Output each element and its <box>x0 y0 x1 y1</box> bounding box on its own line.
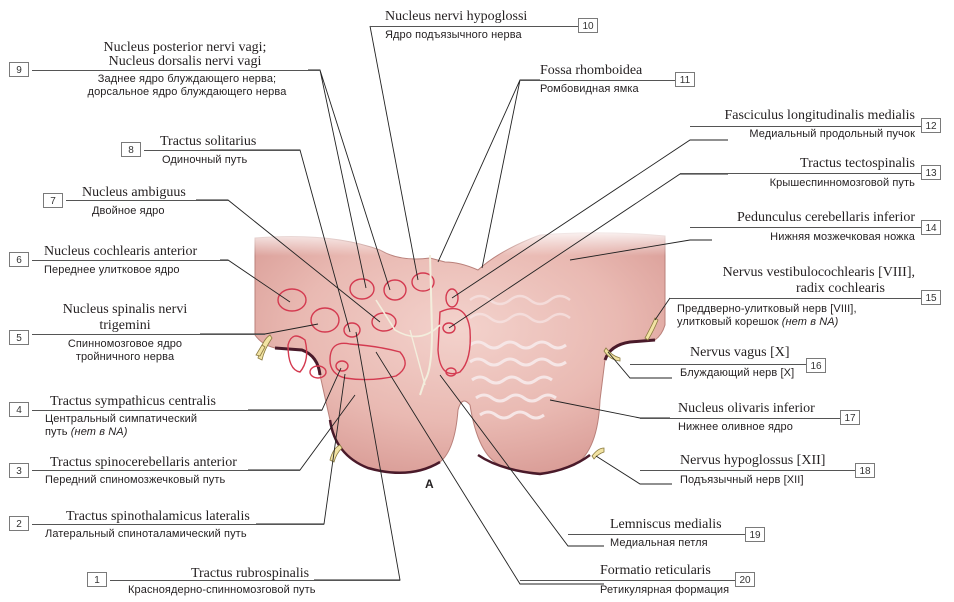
label-7-latin: Nucleus ambiguus <box>82 185 186 200</box>
label-17-underline <box>640 418 840 419</box>
label-13-russian: Крышеспинномозговой путь <box>620 177 915 190</box>
label-10-latin: Nucleus nervi hypoglossi <box>385 9 527 24</box>
label-9-russian-1: Заднее ядро блуждающего нерва; <box>42 73 332 86</box>
label-13-latin: Tractus tectospinalis <box>620 156 915 171</box>
label-4-russian-2: путь (нет в NA) <box>45 426 127 439</box>
label-15-latin-2: radix cochlearis <box>620 281 885 296</box>
label-number-3: 3 <box>9 463 29 478</box>
label-9-russian-2: дорсальное ядро блуждающего нерва <box>42 86 332 99</box>
label-5-latin-1: Nucleus spinalis nervi <box>30 302 220 317</box>
label-9-latin-1: Nucleus posterior nervi vagi; <box>60 40 310 55</box>
label-10-russian: Ядро подъязычного нерва <box>385 29 522 42</box>
label-number-13: 13 <box>921 165 941 180</box>
label-number-20: 20 <box>735 572 755 587</box>
label-5-latin-2: trigemini <box>30 318 220 333</box>
label-number-15: 15 <box>921 290 941 305</box>
label-number-12: 12 <box>921 118 941 133</box>
label-7-russian: Двойное ядро <box>92 205 165 218</box>
label-1-underline <box>110 580 400 581</box>
label-17-russian: Нижнее оливное ядро <box>678 421 793 434</box>
label-6-underline <box>32 260 228 261</box>
label-9-latin-2: Nucleus dorsalis nervi vagi <box>60 54 310 69</box>
label-1-latin: Tractus rubrospinalis <box>150 566 350 581</box>
label-18-latin: Nervus hypoglossus [XII] <box>680 453 825 468</box>
label-1-russian: Красноядерно-спинномозговой путь <box>128 584 316 597</box>
label-4-russian-1: Центральный симпатический <box>45 413 197 426</box>
label-number-5: 5 <box>9 330 29 345</box>
label-16-latin: Nervus vagus [X] <box>690 345 790 360</box>
label-2-underline <box>32 524 324 525</box>
label-12-latin: Fasciculus longitudinalis medialis <box>620 108 915 123</box>
label-10-underline <box>370 26 578 27</box>
label-19-latin: Lemniscus medialis <box>610 517 722 532</box>
label-8-underline <box>144 150 300 151</box>
label-13-underline <box>680 173 921 174</box>
label-number-16: 16 <box>806 358 826 373</box>
label-5-russian-2: тройничного нерва <box>30 351 220 364</box>
label-number-7: 7 <box>43 193 63 208</box>
label-14-latin: Pedunculus cerebellaris inferior <box>620 210 915 225</box>
label-4-underline <box>32 410 322 411</box>
label-number-6: 6 <box>9 252 29 267</box>
label-number-10: 10 <box>578 18 598 33</box>
label-number-2: 2 <box>9 516 29 531</box>
label-15-latin-1: Nervus vestibulocochlearis [VIII], <box>620 265 915 280</box>
label-17-latin: Nucleus olivaris inferior <box>678 401 815 416</box>
label-3-underline <box>32 470 300 471</box>
label-12-russian: Медиальный продольный пучок <box>620 128 915 141</box>
label-5-underline <box>32 334 265 335</box>
label-2-russian: Латеральный спиноталамический путь <box>45 528 247 541</box>
label-20-latin: Formatio reticularis <box>600 563 711 578</box>
label-18-russian: Подъязычный нерв [XII] <box>680 474 804 487</box>
label-16-underline <box>630 364 806 365</box>
label-20-underline <box>520 580 735 581</box>
label-15-russian-1: Преддверно-улитковый нерв [VIII], <box>677 303 857 316</box>
label-16-russian: Блуждающий нерв [X] <box>680 367 794 380</box>
label-15-underline <box>670 298 921 299</box>
figure-letter: A <box>425 477 434 491</box>
label-number-17: 17 <box>840 410 860 425</box>
medulla-tissue <box>255 233 665 473</box>
label-4-latin: Tractus sympathicus centralis <box>50 394 216 409</box>
label-8-latin: Tractus solitarius <box>160 134 256 149</box>
label-12-underline <box>690 126 921 127</box>
label-number-1: 1 <box>87 572 107 587</box>
label-number-14: 14 <box>921 220 941 235</box>
label-11-russian: Ромбовидная ямка <box>540 83 639 96</box>
label-3-latin: Tractus spinocerebellaris anterior <box>50 455 237 470</box>
label-15-russian-2: улитковый корешок (нет в NA) <box>677 316 838 329</box>
label-11-latin: Fossa rhomboidea <box>540 63 642 78</box>
label-6-russian: Переднее улитковое ядро <box>44 264 180 277</box>
label-2-latin: Tractus spinothalamicus lateralis <box>66 509 250 524</box>
label-number-11: 11 <box>675 72 695 87</box>
label-6-latin: Nucleus cochlearis anterior <box>44 244 197 259</box>
label-number-19: 19 <box>745 527 765 542</box>
label-7-underline <box>66 200 228 201</box>
label-14-underline <box>690 227 921 228</box>
label-number-4: 4 <box>9 402 29 417</box>
label-19-russian: Медиальная петля <box>610 537 708 550</box>
label-18-underline <box>640 470 855 471</box>
label-5-russian-1: Спинномозговое ядро <box>30 338 220 351</box>
label-number-18: 18 <box>855 463 875 478</box>
label-8-russian: Одиночный путь <box>162 154 247 167</box>
label-number-9: 9 <box>9 62 29 77</box>
label-number-8: 8 <box>121 142 141 157</box>
label-19-underline <box>568 534 745 535</box>
label-9-underline <box>32 70 320 71</box>
label-3-russian: Передний спиномозжечковый путь <box>45 474 225 487</box>
label-20-russian: Ретикулярная формация <box>600 584 729 597</box>
label-14-russian: Нижняя мозжечковая ножка <box>620 231 915 244</box>
label-11-underline <box>520 80 675 81</box>
